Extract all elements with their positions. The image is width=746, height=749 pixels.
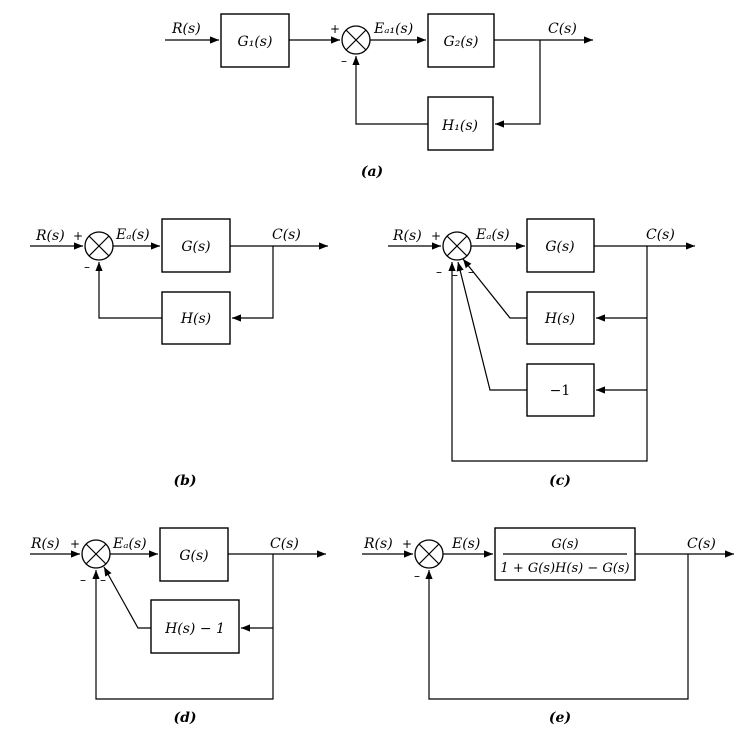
d-input-label: R(s) bbox=[30, 536, 60, 552]
a-summing-junction bbox=[341, 25, 371, 55]
c-caption: (c) bbox=[549, 473, 571, 489]
a-output-label: C(s) bbox=[548, 21, 577, 37]
c-input-label: R(s) bbox=[392, 228, 422, 244]
c-minus-sign-1: – bbox=[436, 265, 442, 279]
c-neg-one-to-sum-arrow bbox=[456, 261, 527, 391]
diagram-c: R(s) + – – – Eₐ(s) G(s) C(s) H(s) −1 (c) bbox=[388, 218, 695, 489]
c-output-label: C(s) bbox=[646, 227, 675, 243]
d-plus-sign: + bbox=[70, 537, 80, 551]
d-unity-feedback-path bbox=[92, 554, 274, 700]
c-error-label: Eₐ(s) bbox=[475, 227, 510, 243]
c-unity-feedback-path bbox=[448, 246, 648, 462]
a-feedback-to-sum bbox=[352, 56, 428, 125]
d-h-minus-one-block bbox=[150, 599, 240, 654]
a-g1-label: G₁(s) bbox=[238, 34, 273, 50]
b-input-label: R(s) bbox=[35, 228, 65, 244]
a-h1-block bbox=[427, 96, 494, 151]
c-neg-one-block bbox=[526, 363, 595, 417]
d-summing-junction bbox=[81, 539, 111, 569]
a-error-label: Eₐ₁(s) bbox=[373, 21, 413, 37]
e-input-label: R(s) bbox=[363, 536, 393, 552]
b-error-label: Eₐ(s) bbox=[115, 227, 150, 243]
b-output-label: C(s) bbox=[272, 227, 301, 243]
c-g-label: G(s) bbox=[545, 239, 574, 255]
b-plus-sign: + bbox=[73, 229, 83, 243]
e-output-label: C(s) bbox=[687, 536, 716, 552]
c-h-block bbox=[526, 291, 595, 345]
c-plus-sign: + bbox=[431, 229, 441, 243]
b-g-label: G(s) bbox=[181, 239, 210, 255]
diagram-d: R(s) + – – Eₐ(s) G(s) C(s) H(s) − 1 (d) bbox=[30, 527, 326, 726]
diagram-e: R(s) + – E(s) G(s) 1 + G(s)H(s) − G(s) C… bbox=[362, 527, 734, 726]
e-numerator-label: G(s) bbox=[551, 537, 578, 552]
diagram-b: R(s) + – Eₐ(s) G(s) C(s) H(s) (b) bbox=[30, 218, 328, 489]
b-caption: (b) bbox=[173, 473, 196, 489]
d-minus-sign-1: – bbox=[80, 573, 86, 587]
e-error-label: E(s) bbox=[451, 536, 480, 552]
diagram-a: R(s) G₁(s) + – Eₐ₁(s) G₂(s) C(s) H₁(s) (… bbox=[165, 13, 593, 180]
b-feedback-into-h bbox=[232, 246, 274, 322]
c-neg-one-label: −1 bbox=[550, 383, 571, 399]
e-minus-sign: – bbox=[414, 569, 420, 583]
a-feedback-into-h1 bbox=[495, 40, 541, 128]
b-h-label: H(s) bbox=[180, 311, 211, 327]
c-minus-sign-2: – bbox=[452, 268, 458, 282]
e-plus-sign: + bbox=[402, 537, 412, 551]
a-g2-block bbox=[427, 13, 495, 68]
b-feedback-to-sum bbox=[95, 262, 162, 319]
b-h-block bbox=[161, 291, 231, 345]
d-h-minus-one-to-sum-arrow bbox=[103, 566, 151, 629]
d-error-label: Eₐ(s) bbox=[112, 536, 147, 552]
d-g-label: G(s) bbox=[179, 548, 208, 564]
e-summing-junction bbox=[414, 539, 444, 569]
d-caption: (d) bbox=[173, 710, 196, 726]
a-h1-label: H₁(s) bbox=[441, 118, 478, 134]
a-g2-label: G₂(s) bbox=[444, 34, 479, 50]
a-minus-sign: – bbox=[341, 54, 347, 68]
a-input-label: R(s) bbox=[171, 21, 201, 37]
a-plus-sign: + bbox=[330, 22, 340, 36]
c-minus-sign-3: – bbox=[468, 265, 474, 279]
b-summing-junction bbox=[84, 231, 114, 261]
d-h-minus-one-label: H(s) − 1 bbox=[164, 621, 225, 637]
b-minus-sign: – bbox=[84, 260, 90, 274]
c-h-to-sum-arrow bbox=[462, 258, 527, 319]
c-h-label: H(s) bbox=[544, 311, 575, 327]
e-unity-feedback-path bbox=[425, 554, 689, 700]
d-minus-sign-2: – bbox=[100, 573, 106, 587]
e-denominator-label: 1 + G(s)H(s) − G(s) bbox=[500, 561, 629, 576]
c-summing-junction bbox=[442, 231, 472, 261]
e-caption: (e) bbox=[549, 710, 571, 726]
d-output-label: C(s) bbox=[270, 536, 299, 552]
a-caption: (a) bbox=[361, 164, 383, 180]
